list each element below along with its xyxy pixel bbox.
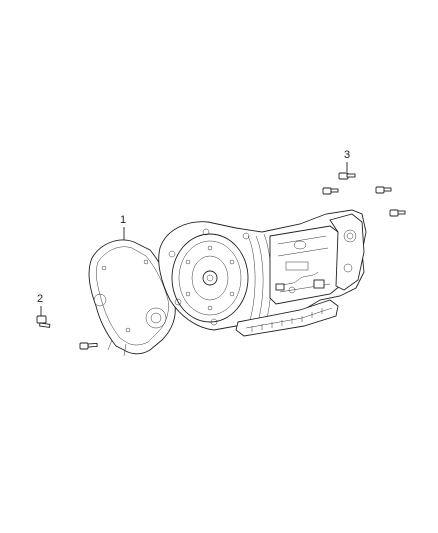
bolt-3c [375,186,392,194]
transmission-assembly [158,209,367,337]
bolt-2a [36,315,51,328]
bolt-3d [389,209,406,217]
bolt-2b [79,342,98,350]
callout-1-label: 1 [120,214,126,226]
transmission-dust-cover [88,239,176,357]
bolt-3a [338,172,356,180]
bolt-3b [322,187,339,195]
callout-2-label: 2 [37,293,43,305]
callout-3-label: 3 [344,149,350,161]
